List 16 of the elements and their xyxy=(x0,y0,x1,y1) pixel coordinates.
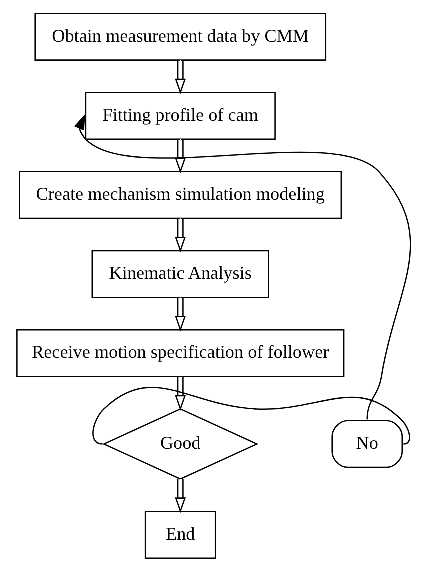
arrow xyxy=(174,60,186,94)
node-box: Fitting profile of cam xyxy=(84,92,276,140)
arrow xyxy=(174,377,186,411)
arrow xyxy=(74,114,411,420)
connector xyxy=(92,387,410,445)
arrow xyxy=(174,479,186,514)
node-box: Create mechanism simulation modeling xyxy=(18,171,342,220)
node-box: Obtain measurement data by CMM xyxy=(34,12,326,61)
node-diamond: Good xyxy=(102,408,258,480)
node-box: Kinematic Analysis xyxy=(91,250,269,298)
node-box: No xyxy=(331,420,403,468)
node-box: End xyxy=(144,511,216,560)
node-box: Receive motion specification of follower xyxy=(16,329,344,378)
arrow xyxy=(174,218,186,253)
arrow xyxy=(174,140,186,174)
arrow xyxy=(174,298,186,332)
